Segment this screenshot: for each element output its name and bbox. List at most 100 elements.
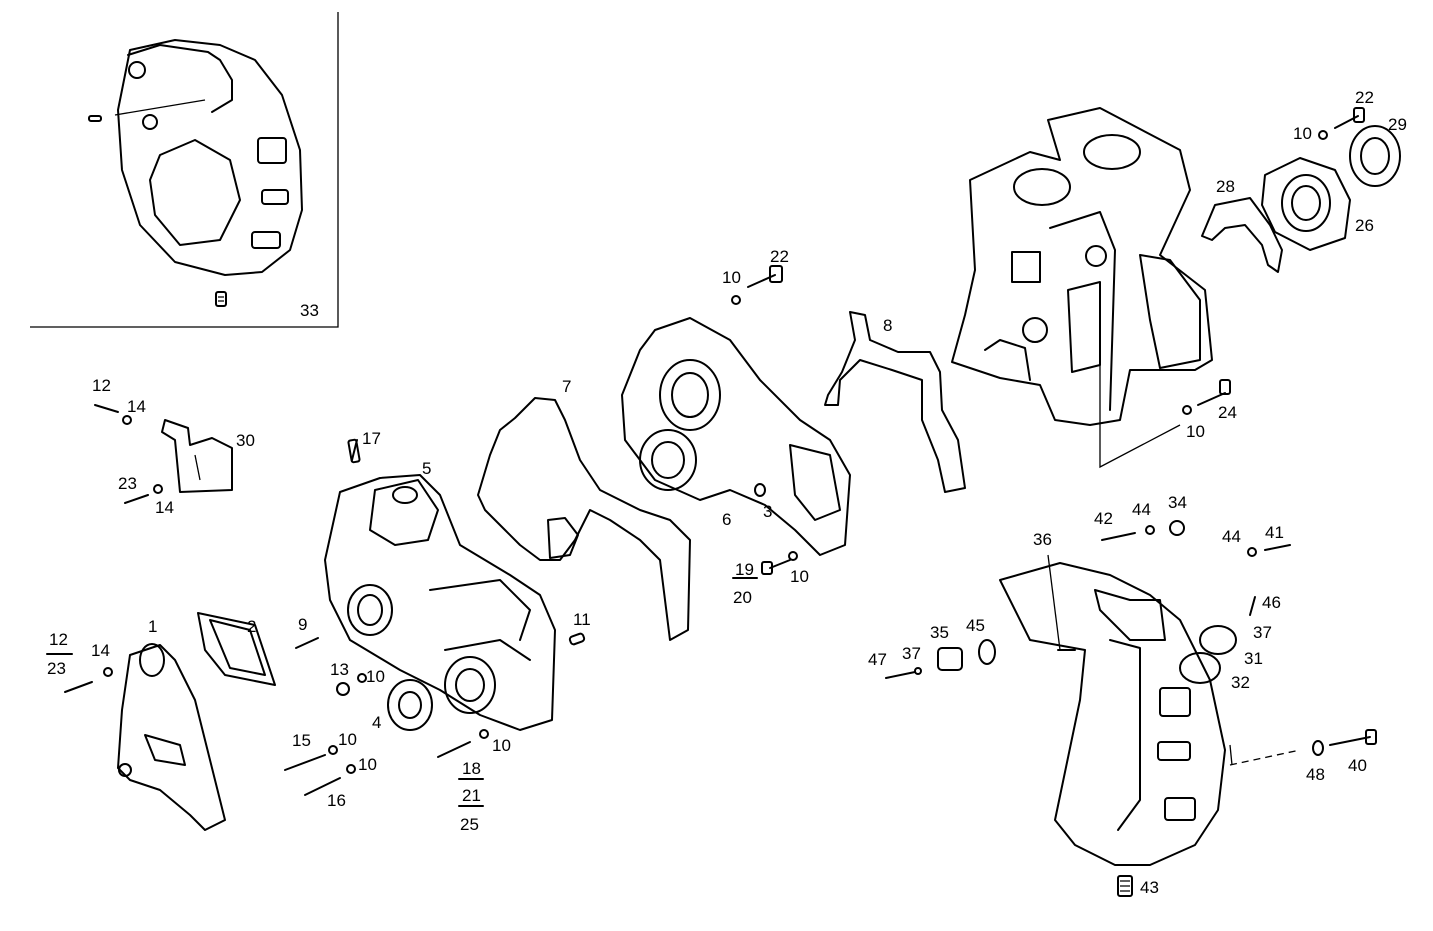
seal-carrier-26 — [1261, 157, 1351, 251]
bolt-12-upper — [94, 404, 132, 425]
bolt-12-23-lower — [46, 653, 113, 693]
label-26: 26 — [1355, 216, 1374, 235]
timing-plate-3 — [621, 317, 851, 556]
bolt-24 — [1182, 379, 1231, 415]
label-30: 30 — [236, 431, 255, 450]
stud-16 — [304, 764, 356, 796]
o-ring-45 — [978, 639, 996, 665]
flywheel-housing-lower — [999, 562, 1301, 866]
label-9: 9 — [298, 615, 307, 634]
bolt-23-upper — [124, 484, 163, 504]
label-10c: 10 — [1186, 422, 1205, 441]
label-15: 15 — [292, 731, 311, 750]
bolt-22-top — [1318, 107, 1365, 140]
bolt-22-mid — [731, 265, 783, 305]
engine-block — [951, 107, 1213, 469]
gasket-7 — [477, 397, 691, 641]
timing-cover-5 — [324, 438, 556, 731]
label-10e: 10 — [366, 667, 385, 686]
bolt-19-20 — [732, 551, 798, 579]
label-16: 16 — [327, 791, 346, 810]
label-14c: 14 — [91, 641, 110, 660]
cover-plate-2 — [197, 612, 276, 686]
label-10f: 10 — [338, 730, 357, 749]
inset-frame — [30, 12, 339, 328]
stud-9 — [295, 637, 319, 649]
label-10h: 10 — [492, 736, 511, 755]
label-37a: 37 — [902, 644, 921, 663]
dowel-11 — [568, 632, 586, 646]
gasket-28 — [1201, 197, 1283, 273]
bolt-40 — [1312, 729, 1377, 756]
label-7: 7 — [562, 377, 571, 396]
label-11: 11 — [573, 610, 591, 629]
stud-15 — [284, 745, 338, 771]
label-44b: 44 — [1222, 527, 1241, 546]
gasket-32 — [1179, 652, 1221, 684]
bolt-41 — [1247, 544, 1291, 557]
label-19: 19 — [735, 560, 754, 579]
label-31: 31 — [1244, 649, 1263, 668]
stud-42 — [1101, 520, 1185, 541]
label-10g: 10 — [358, 755, 377, 774]
label-13: 13 — [330, 660, 349, 679]
boss-35 — [937, 647, 963, 671]
label-41: 41 — [1265, 523, 1284, 542]
oil-seal-29 — [1349, 125, 1401, 187]
cover-31 — [1199, 625, 1237, 655]
plug-43 — [1117, 875, 1133, 897]
bracket-30 — [161, 419, 233, 493]
label-36: 36 — [1033, 530, 1052, 549]
label-4: 4 — [372, 713, 381, 732]
label-6: 6 — [722, 510, 731, 529]
label-10d: 10 — [790, 567, 809, 586]
gasket-8 — [824, 311, 966, 493]
label-5: 5 — [422, 459, 431, 478]
label-12a: 12 — [92, 376, 111, 395]
label-14b: 14 — [155, 498, 174, 517]
label-14a: 14 — [127, 397, 146, 416]
label-33: 33 — [300, 301, 319, 320]
stud-17 — [351, 439, 358, 461]
part-labels: 1 2 3 4 5 6 7 8 9 10 10 10 10 10 10 10 1… — [47, 88, 1407, 897]
label-24: 24 — [1218, 403, 1237, 422]
label-46: 46 — [1262, 593, 1281, 612]
support-bracket-1 — [117, 643, 226, 831]
flywheel-housing-33 — [88, 39, 303, 307]
label-1: 1 — [148, 617, 157, 636]
label-23b: 23 — [47, 659, 66, 678]
label-29: 29 — [1388, 115, 1407, 134]
label-47: 47 — [868, 650, 887, 669]
label-34: 34 — [1168, 493, 1187, 512]
label-40: 40 — [1348, 756, 1367, 775]
seal-4 — [387, 679, 433, 731]
label-17: 17 — [362, 429, 381, 448]
label-10b: 10 — [1293, 124, 1312, 143]
label-20: 20 — [733, 588, 752, 607]
label-12b: 12 — [49, 630, 68, 649]
label-22a: 22 — [1355, 88, 1374, 107]
label-10a: 10 — [722, 268, 741, 287]
label-44a: 44 — [1132, 500, 1151, 519]
label-45: 45 — [966, 616, 985, 635]
bolt-18 — [437, 729, 489, 807]
label-3: 3 — [763, 502, 772, 521]
label-42: 42 — [1094, 509, 1113, 528]
label-21: 21 — [462, 786, 481, 805]
label-43: 43 — [1140, 878, 1159, 897]
label-18: 18 — [462, 759, 481, 778]
label-8: 8 — [883, 316, 892, 335]
label-35: 35 — [930, 623, 949, 642]
label-22b: 22 — [770, 247, 789, 266]
label-32: 32 — [1231, 673, 1250, 692]
label-28: 28 — [1216, 177, 1235, 196]
nut-13 — [336, 673, 367, 696]
label-48: 48 — [1306, 765, 1325, 784]
label-37b: 37 — [1253, 623, 1272, 642]
label-2: 2 — [247, 617, 256, 636]
label-25: 25 — [460, 815, 479, 834]
screw-46 — [1249, 596, 1256, 616]
pin-36 — [1047, 554, 1076, 651]
screw-47 — [885, 667, 922, 679]
